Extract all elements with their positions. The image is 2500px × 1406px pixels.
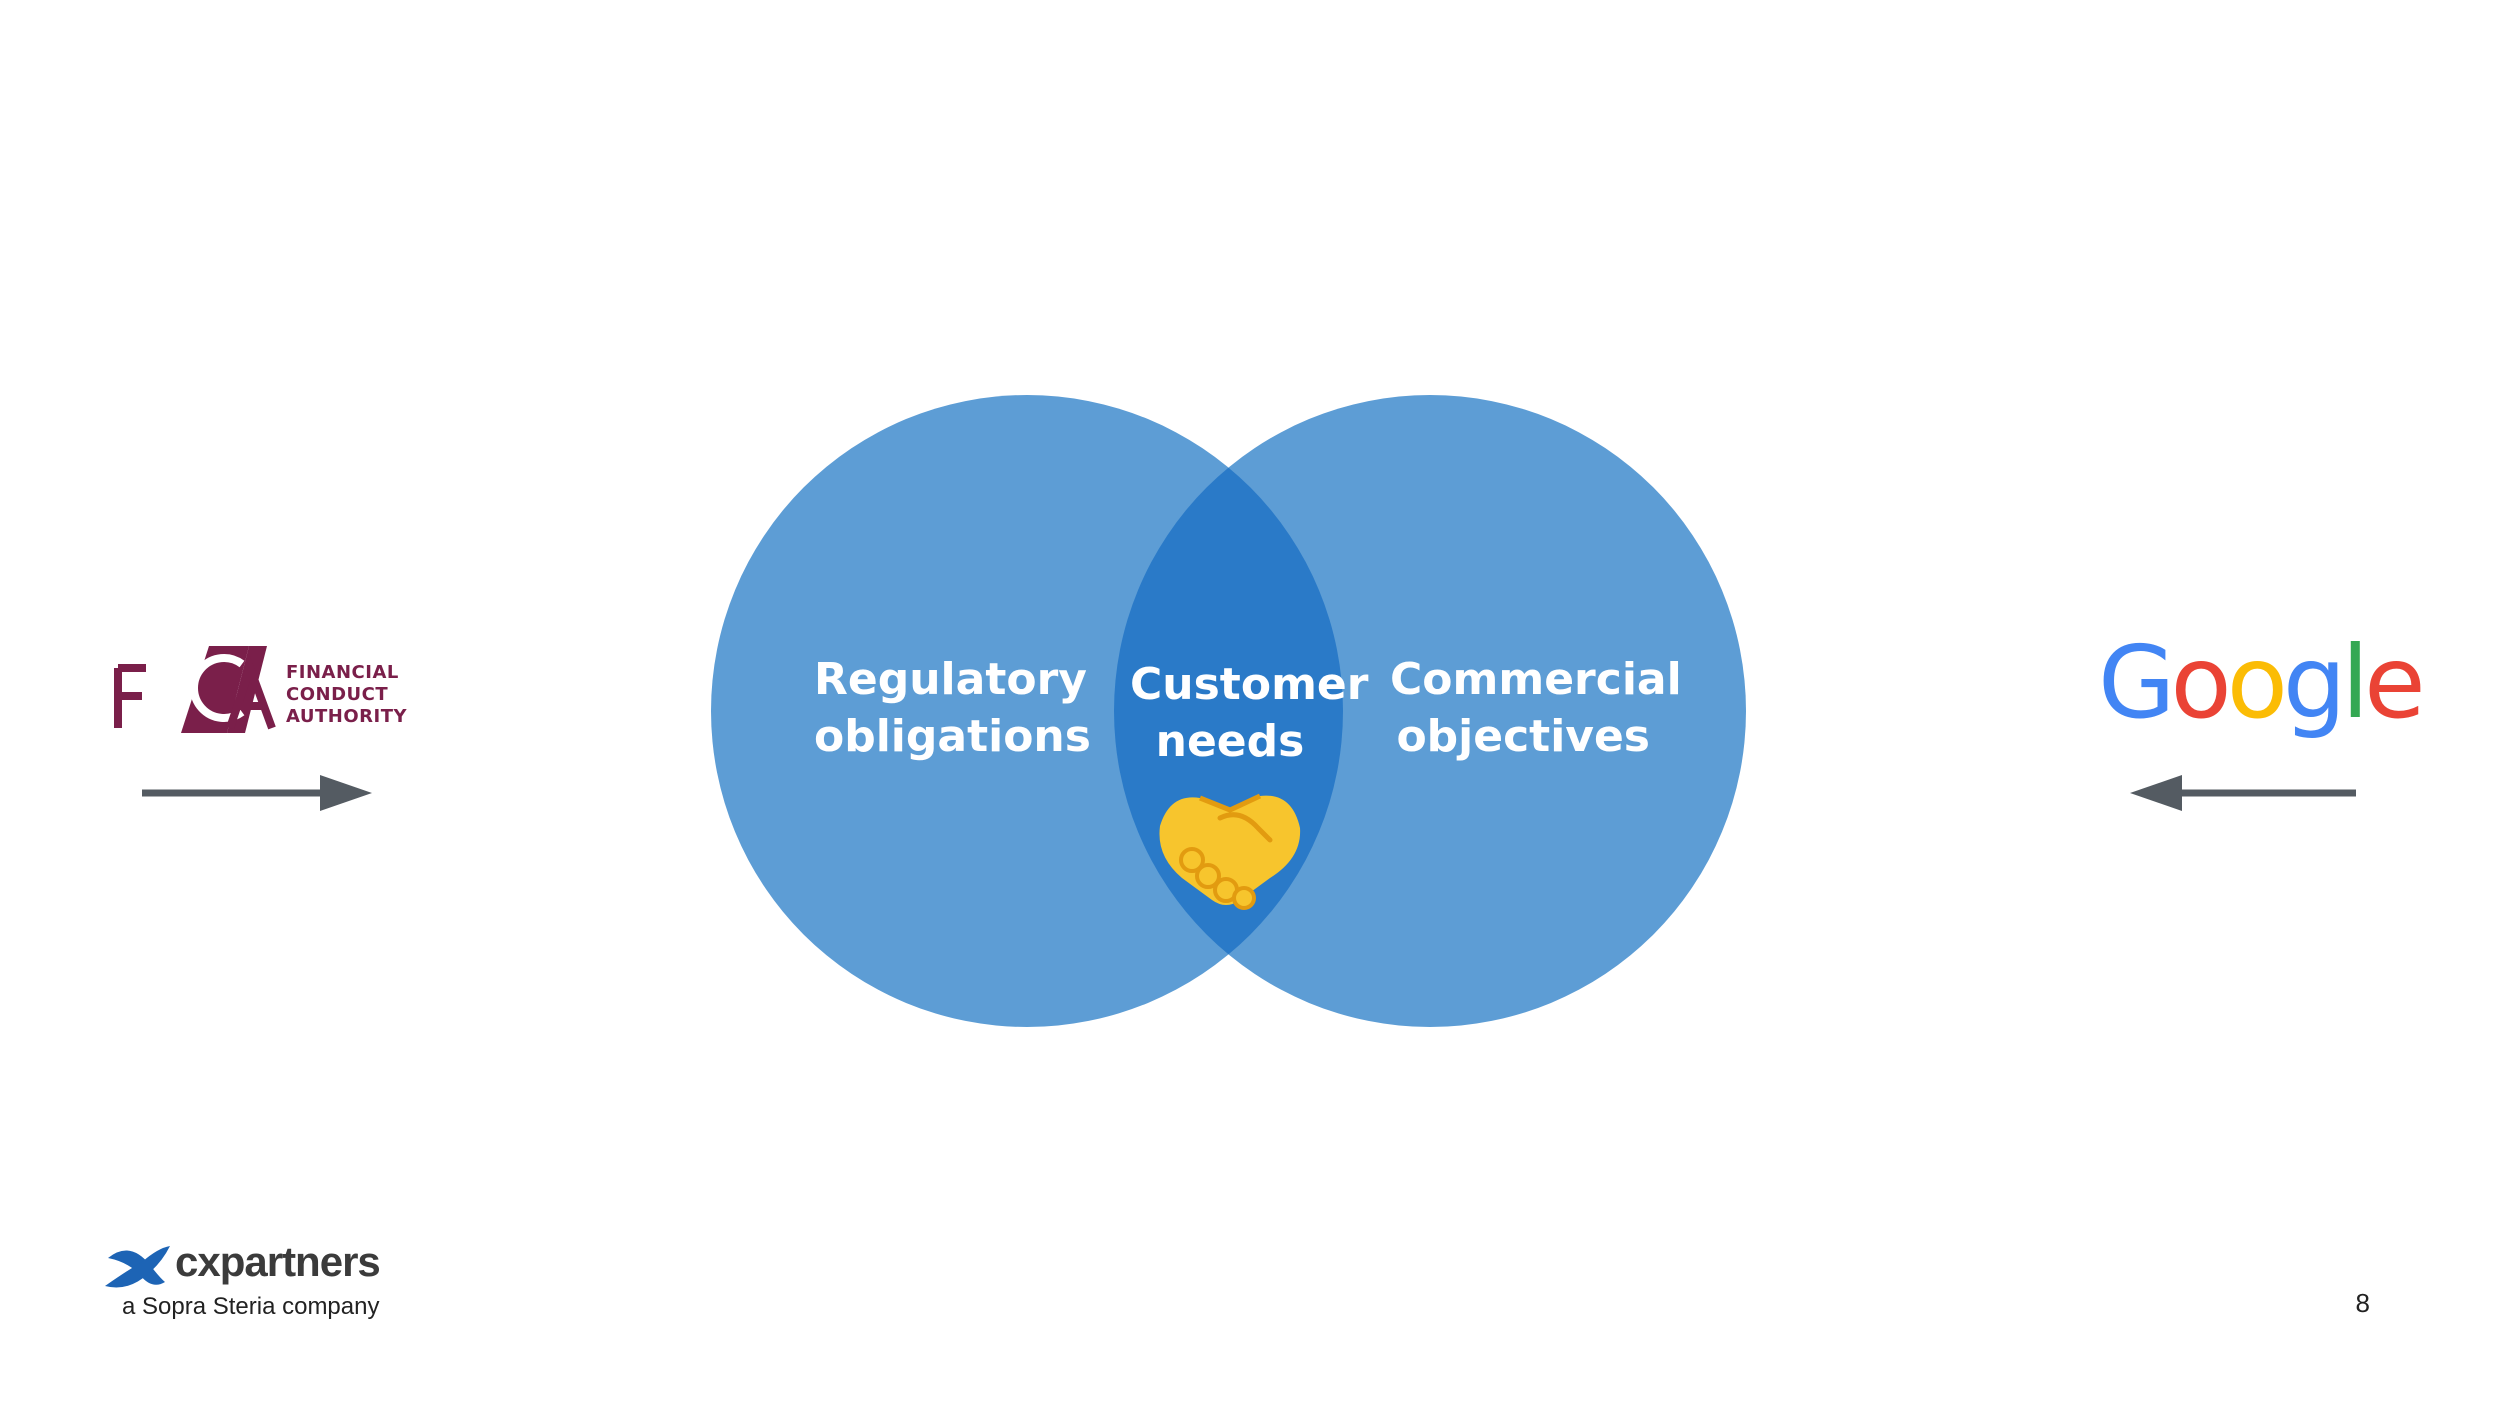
handshake-icon bbox=[1159, 793, 1301, 910]
cx-x-icon bbox=[105, 1246, 170, 1288]
arrow-left bbox=[2130, 775, 2356, 811]
label-line: Regulatory bbox=[814, 654, 1087, 705]
google-letter: o bbox=[2226, 624, 2288, 741]
label-line: needs bbox=[1155, 716, 1305, 767]
fca-line: CONDUCT bbox=[286, 684, 389, 705]
label-line: Commercial bbox=[1390, 654, 1682, 705]
fca-logo-text: FINANCIAL CONDUCT AUTHORITY bbox=[286, 662, 407, 728]
fca-line: FINANCIAL bbox=[286, 662, 399, 683]
brand-tagline: a Sopra Steria company bbox=[122, 1293, 380, 1320]
label-line: objectives bbox=[1396, 711, 1650, 762]
label-commercial-objectives: Commercial objectives bbox=[1390, 651, 1682, 765]
arrow-right bbox=[142, 775, 372, 811]
fca-line: AUTHORITY bbox=[286, 706, 408, 727]
google-letter: o bbox=[2170, 624, 2232, 741]
label-line: Customer bbox=[1130, 659, 1369, 710]
google-letter: l bbox=[2341, 624, 2369, 741]
google-logo: Google bbox=[2098, 624, 2426, 741]
page-number: 8 bbox=[2355, 1288, 2370, 1318]
google-letter: g bbox=[2282, 624, 2347, 741]
google-letter: e bbox=[2364, 624, 2425, 741]
fca-logo-mark bbox=[114, 646, 276, 733]
label-line: obligations bbox=[814, 711, 1091, 762]
brand-name: cxpartners bbox=[175, 1238, 381, 1285]
label-regulatory-obligations: Regulatory obligations bbox=[814, 651, 1091, 765]
google-letter: G bbox=[2098, 624, 2175, 741]
label-customer-needs: Customer needs bbox=[1130, 656, 1369, 770]
